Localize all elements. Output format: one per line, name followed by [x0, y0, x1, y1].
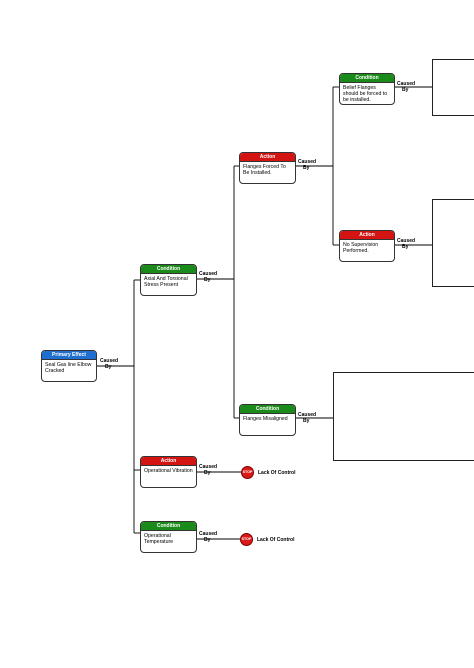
node-text: Flanges Misaligned: [243, 416, 288, 422]
node-action-supervision[interactable]: Action No Supervision Performed.: [339, 230, 395, 262]
stop-sign-icon: STOP: [240, 533, 253, 546]
node-type-label: Condition: [340, 74, 394, 83]
node-condition-axial-stress[interactable]: Condition Axial And Torsional Stress Pre…: [140, 264, 197, 296]
truncated-branch-box: [432, 59, 474, 116]
truncated-branch-box: [333, 372, 474, 461]
node-primary-effect[interactable]: Primary Effect Seal Gas line Elbow Crack…: [41, 350, 97, 382]
node-condition-belief[interactable]: Condition Belief Flanges should be force…: [339, 73, 395, 105]
node-text: Seal Gas line Elbow Cracked: [45, 362, 92, 374]
node-condition-temperature[interactable]: Condition Operational Temperature: [140, 521, 197, 553]
node-condition-misaligned[interactable]: Condition Flanges Misaligned: [239, 404, 296, 436]
node-text: Axial And Torsional Stress Present: [144, 276, 188, 288]
node-type-label: Action: [240, 153, 295, 162]
node-type-label: Action: [340, 231, 394, 240]
node-type-label: Condition: [240, 405, 295, 414]
lack-of-control-label: Lack Of Control: [258, 470, 296, 476]
lack-of-control-label: Lack Of Control: [257, 537, 295, 543]
node-action-flanges-forced[interactable]: Action Flanges Forced To Be Installed.: [239, 152, 296, 184]
node-text: Operational Temperature: [144, 533, 174, 545]
node-text: Belief Flanges should be forced to be in…: [343, 85, 388, 103]
node-action-vibration[interactable]: Action Operational Vibration: [140, 456, 197, 488]
stop-sign-icon: STOP: [241, 466, 254, 479]
node-type-label: Condition: [141, 522, 196, 531]
node-text: Operational Vibration: [144, 468, 193, 474]
node-type-label: Action: [141, 457, 196, 466]
node-text: Flanges Forced To Be Installed.: [243, 164, 286, 176]
node-type-label: Primary Effect: [42, 351, 96, 360]
truncated-branch-box: [432, 199, 474, 287]
node-text: No Supervision Performed.: [343, 242, 379, 254]
node-type-label: Condition: [141, 265, 196, 274]
